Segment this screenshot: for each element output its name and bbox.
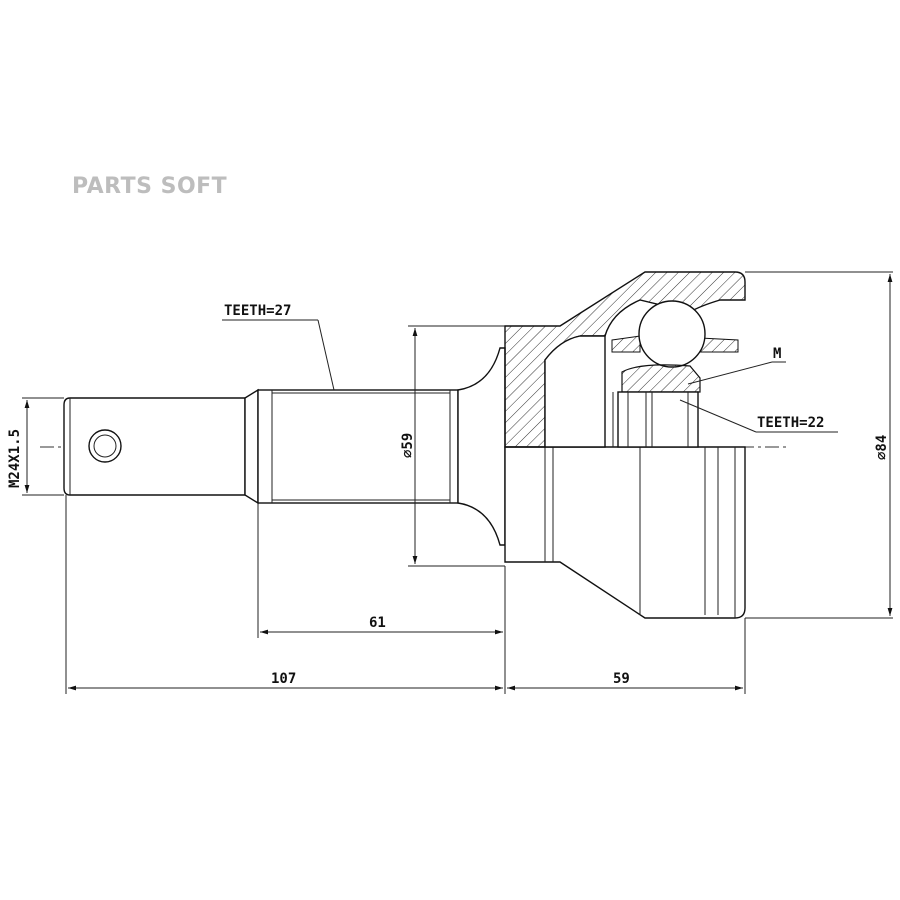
shaft-step: [244, 388, 259, 505]
dia-59-dimension: ⌀59: [400, 325, 505, 567]
length-107-dimension: 107: [65, 495, 506, 694]
inner-spline: [617, 391, 699, 448]
threaded-shaft-end: [63, 397, 246, 496]
length-61-label: 61: [369, 615, 386, 631]
ball-bearing: [638, 300, 706, 368]
marker-m-label: M: [773, 346, 781, 362]
teeth-22-callout: TEETH=22: [679, 399, 838, 433]
teeth-27-callout: TEETH=27: [222, 303, 335, 391]
thread-dimension: M24X1.5: [7, 397, 64, 496]
length-59-label: 59: [613, 671, 630, 687]
dia-59-label: ⌀59: [400, 433, 416, 458]
thread-label: M24X1.5: [7, 429, 23, 488]
watermark-logo: PARTS SOFT: [72, 174, 228, 199]
dia-84-label: ⌀84: [874, 435, 890, 460]
splined-shaft: [257, 389, 459, 504]
length-107-label: 107: [271, 671, 296, 687]
length-61-dimension: 61: [257, 503, 506, 638]
housing-neck: [457, 347, 506, 546]
dia-84-dimension: ⌀84: [745, 271, 893, 619]
housing-section: [504, 271, 746, 448]
teeth-22-label: TEETH=22: [757, 415, 824, 431]
length-59-dimension: 59: [507, 618, 746, 694]
marker-m-callout: M: [687, 346, 786, 385]
outer-housing: [504, 446, 746, 619]
teeth-27-label: TEETH=27: [224, 303, 291, 319]
inner-race: [621, 364, 701, 393]
